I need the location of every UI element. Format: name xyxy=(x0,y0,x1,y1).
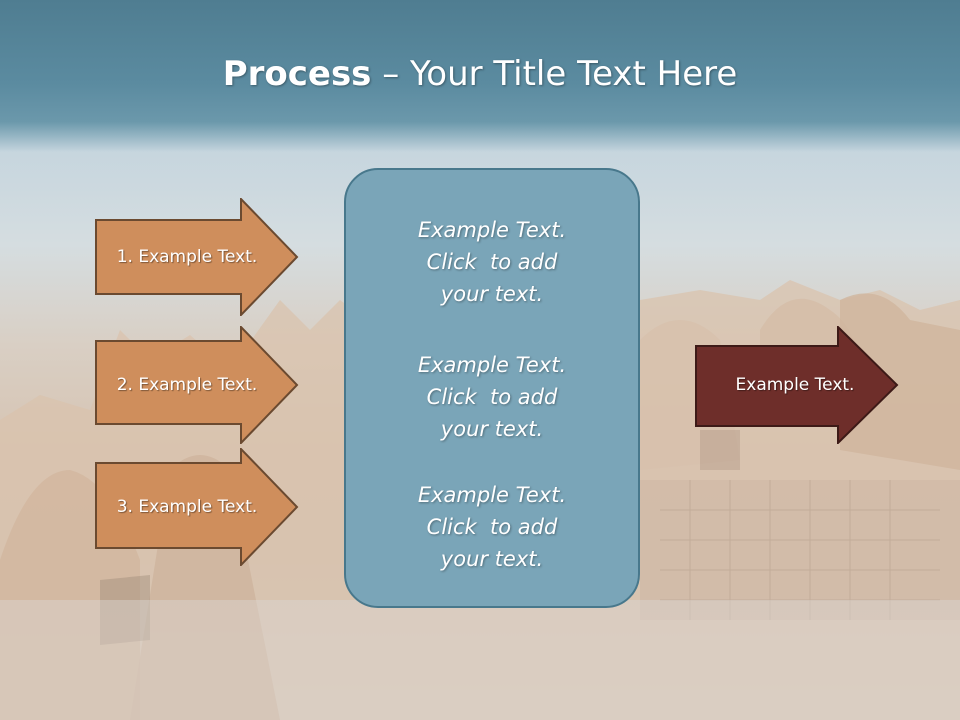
center-text-block-3[interactable]: Example Text. Click to add your text. xyxy=(346,479,638,575)
result-arrow[interactable]: Example Text. xyxy=(695,326,899,444)
block-2-line-1: Example Text. xyxy=(417,353,567,377)
title-rest: – Your Title Text Here xyxy=(371,54,738,94)
block-3-line-1: Example Text. xyxy=(417,483,567,507)
step-2-arrow[interactable]: 2. Example Text. xyxy=(95,326,299,444)
step-3-arrow[interactable]: 3. Example Text. xyxy=(95,448,299,566)
step-3-label: 3. Example Text. xyxy=(116,497,258,517)
center-text-block-1[interactable]: Example Text. Click to add your text. xyxy=(346,214,638,310)
block-1-line-2: Click to add xyxy=(426,250,558,274)
block-2-line-3: your text. xyxy=(440,417,544,441)
step-1-arrow[interactable]: 1. Example Text. xyxy=(95,198,299,316)
block-2-line-2: Click to add xyxy=(426,385,558,409)
slide-title[interactable]: Process – Your Title Text Here xyxy=(0,52,960,96)
block-3-line-2: Click to add xyxy=(426,515,558,539)
title-band xyxy=(0,0,960,152)
result-label: Example Text. xyxy=(735,375,855,395)
title-bold-word: Process xyxy=(222,54,372,94)
center-text-block-2[interactable]: Example Text. Click to add your text. xyxy=(346,349,638,445)
center-text-box[interactable]: Example Text. Click to add your text. Ex… xyxy=(344,168,640,608)
block-1-line-3: your text. xyxy=(440,282,544,306)
step-1-label: 1. Example Text. xyxy=(116,247,258,267)
block-3-line-3: your text. xyxy=(440,547,544,571)
step-2-label: 2. Example Text. xyxy=(116,375,258,395)
block-1-line-1: Example Text. xyxy=(417,218,567,242)
